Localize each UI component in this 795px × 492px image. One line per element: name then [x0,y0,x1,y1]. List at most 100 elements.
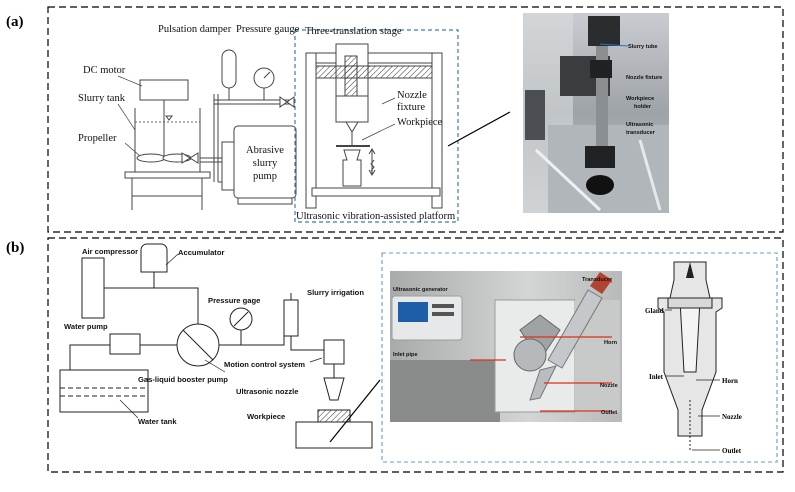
label-nozzle-2: fixture [397,102,425,113]
label-pulsation-damper: Pulsation damper [158,24,232,35]
air-line [104,272,155,289]
label-motion-control: Motion control system [224,360,305,369]
label-water-tank: Water tank [138,417,177,426]
nozzle-label-inlet: Inlet [649,373,664,381]
vibration-platform [342,149,362,187]
motion-control-box [323,339,345,365]
label-booster-pump: Gas-liquid booster pump [138,375,228,384]
leader-line [117,103,136,131]
photo-label-trans-1: Ultrasonic [626,122,653,128]
stage-column-left [305,52,317,209]
propeller-blade-left [136,153,166,163]
leader-line [117,75,143,87]
photo-a-head [588,16,620,46]
label-slurry-tank: Slurry tank [78,93,126,104]
ultrasonic-nozzle-icon [323,377,345,401]
lead-screw-x [315,65,433,79]
leader-line [124,142,141,157]
water-tank-box [59,369,149,413]
pulsation-damper [221,49,237,89]
nozzle-icon [345,121,359,133]
connector-line [329,379,381,443]
stage-column-right [431,52,443,209]
water-pump-box [109,333,141,355]
photo-label-transducer: Transducer [582,277,613,283]
label-pump-1: Abrasive [246,145,284,156]
label-accumulator: Accumulator [178,248,224,257]
panel-b: (b) Air compress [6,237,784,473]
label-propeller: Propeller [78,133,117,144]
stage-dashed-box [294,29,459,223]
panel-b-frame [47,237,784,473]
label-slurry-irrigation: Slurry irrigation [307,288,364,297]
nozzle-label-horn: Horn [722,377,738,385]
water-line [69,344,110,378]
label-workpiece: Workpiece [397,117,443,128]
work-table [295,421,373,449]
pump-base [237,197,293,205]
photo-label-inlet-pipe: Inlet pipe [393,352,418,358]
label-ultrasonic-nozzle: Ultrasonic nozzle [236,387,298,396]
level-marker-icon [165,115,173,121]
connector-line [447,111,511,147]
photo-b: Transducer Ultrasonic generator Inlet pi… [390,271,622,422]
nozzle-label-gland: Gland [645,307,664,315]
pump-inlet-cylinder [221,141,235,191]
nozzle-fixture [335,95,369,123]
valve-icon [181,152,199,164]
transducer-photo [547,289,603,369]
panel-b-tag: (b) [6,240,24,256]
lead-screw-z [344,55,358,97]
workpiece-block [317,409,351,423]
stage-top-beam [315,52,433,64]
slurry-line [290,336,324,351]
panel-a-tag: (a) [6,14,24,30]
accumulator-icon [140,243,168,273]
label-workpiece-b: Workpiece [247,412,285,421]
nozzle-cross-section: Gland Inlet Horn Nozzle Outlet [645,261,742,455]
photo-a: Slurry tube Nozzle fixture Workpiece hol… [523,13,669,213]
label-pressure-gauge: Pressure gauge [236,24,300,35]
label-nozzle-1: Nozzle [397,90,427,101]
stage-base [311,187,441,197]
photo-label-slurry-tube: Slurry tube [628,44,658,50]
photo-a-transducer [586,175,614,195]
vibration-zigzag-icon [370,159,375,172]
label-platform: Ultrasonic vibration-assisted platform [296,211,455,222]
booster-pump-slash [182,329,214,361]
air-line-to-booster [154,287,199,326]
nozzle-gland [667,297,713,309]
photo-label-horn: Horn [604,340,618,346]
photo-label-nozzle-fixture: Nozzle fixture [626,75,662,81]
nozzle-label-outlet: Outlet [722,447,742,455]
nozzle-label-nozzle: Nozzle [722,413,742,421]
dc-motor-box [139,79,189,101]
slurry-irrigation-box [283,299,299,337]
valve-icon [279,96,295,108]
label-pressure-gage: Pressure gage [208,296,260,305]
photo-label-trans-2: transducer [626,130,656,136]
label-water-pump: Water pump [64,322,108,331]
label-pump-2: slurry [253,158,278,169]
photo-dashed-box [381,252,778,463]
air-compressor-box [81,257,105,319]
panel-a-frame [47,6,784,233]
panel-a: (a) [6,6,784,233]
leader-line [361,123,396,141]
tank-stand-top [124,171,211,179]
photo-label-outlet: Outlet [601,410,617,416]
gage-needle [233,311,249,327]
label-stage: Three-translation stage [305,26,402,37]
generator-screen [398,302,428,322]
leader-line [381,97,396,105]
label-dc-motor: DC motor [83,65,126,76]
label-pump-3: pump [253,171,277,182]
photo-label-generator: Ultrasonic generator [393,287,449,293]
label-air-compressor: Air compressor [82,247,138,256]
gauge-needle [263,71,271,79]
photo-label-holder-1: Workpiece [626,96,654,102]
nozzle-horn [679,299,701,373]
photo-label-holder-2: holder [634,104,652,110]
